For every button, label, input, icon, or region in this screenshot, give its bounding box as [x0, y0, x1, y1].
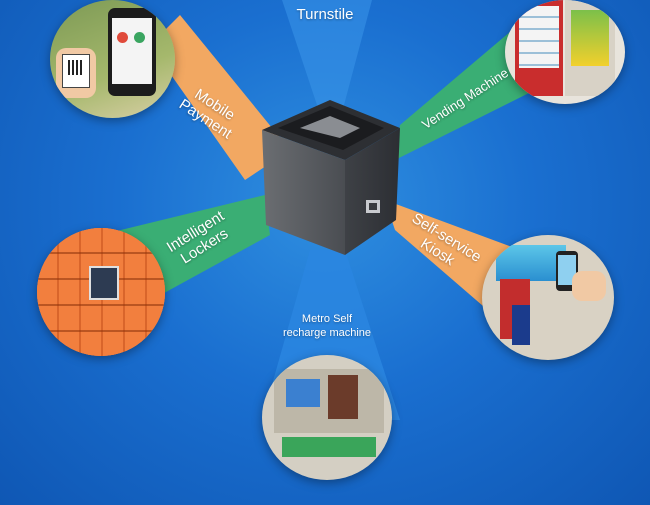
scanner-device: [262, 100, 400, 255]
metro-self-recharge-label: Metro Self recharge machine: [282, 313, 372, 339]
self-service-kiosk-image: [482, 235, 614, 360]
vending-machine-image: [505, 0, 625, 104]
turnstile-label: Turnstile: [296, 6, 354, 23]
intelligent-lockers-image: [37, 228, 165, 356]
metro-self-recharge-image: [262, 355, 392, 480]
turnstile-ray: [282, 0, 372, 150]
hand-with-phone-shape: [56, 48, 96, 98]
mobile-payment-ray: [150, 15, 290, 180]
mobile-payment-image: [50, 0, 175, 118]
phone-shape: [108, 8, 156, 96]
